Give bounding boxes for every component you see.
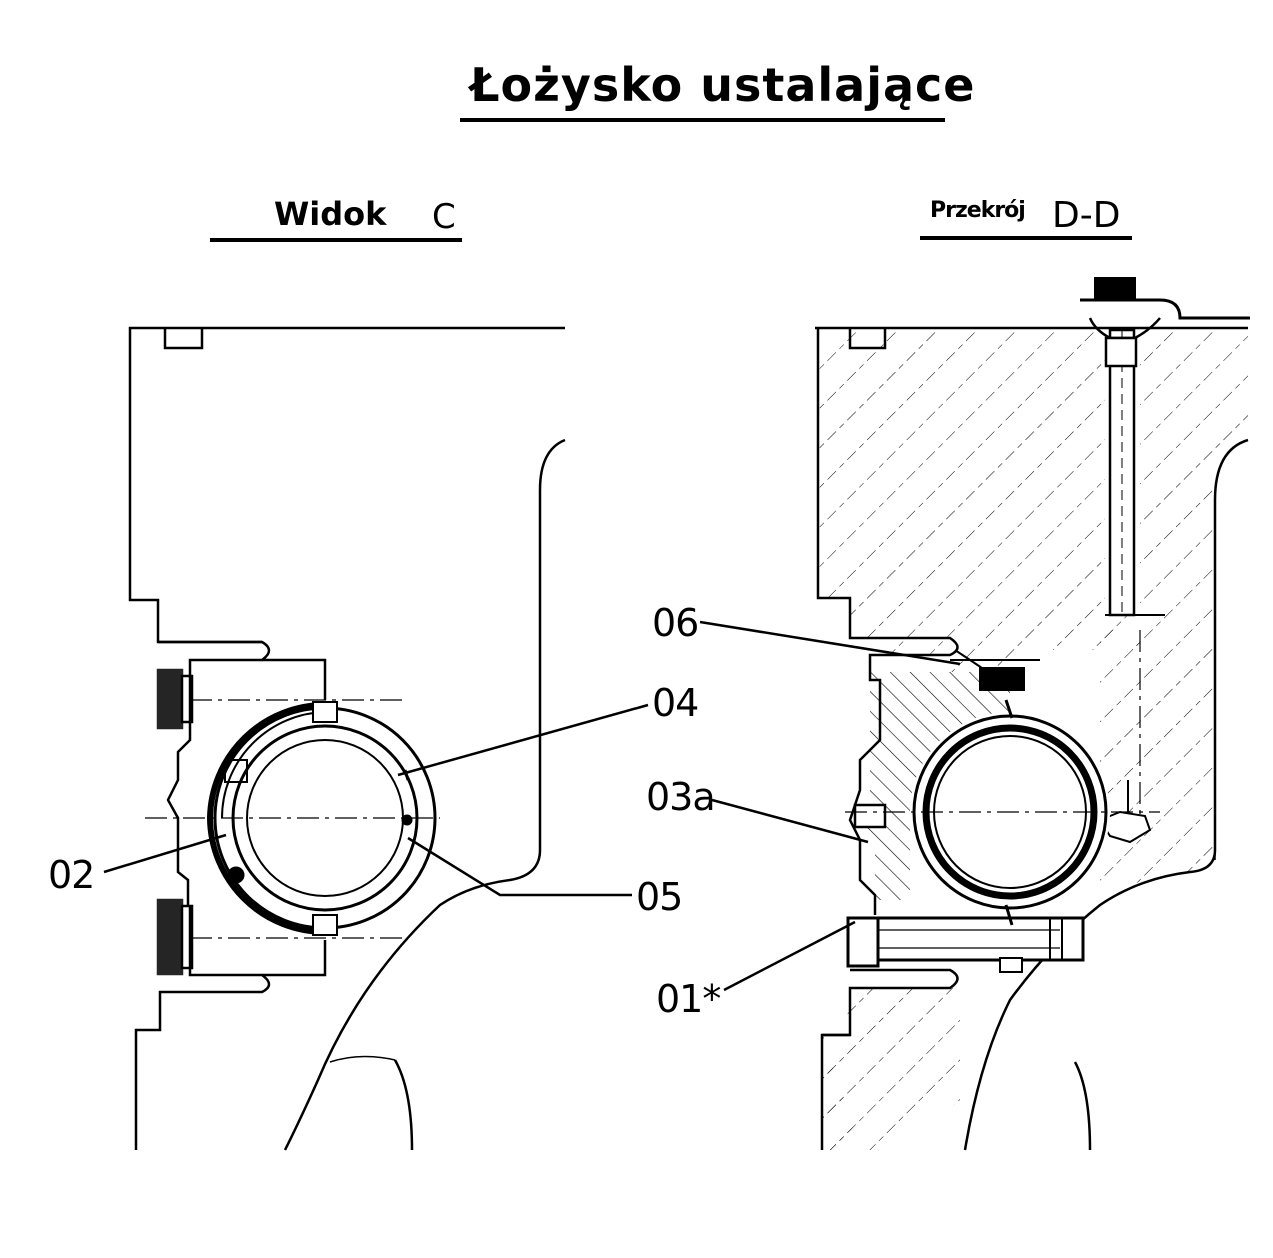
callout-03a: 03a: [646, 775, 716, 819]
left-view-drawing: [128, 326, 566, 1151]
callout-01: 01*: [656, 977, 721, 1021]
callout-06: 06: [652, 601, 699, 645]
left-view-letter: C: [432, 197, 456, 237]
leader-03a: [711, 798, 869, 844]
leader-02: [103, 833, 227, 874]
right-view-drawing: [815, 277, 1250, 1151]
leader-lines: [103, 620, 961, 992]
callout-04: 04: [652, 681, 699, 725]
right-view-letter: D-D: [1052, 195, 1121, 236]
leader-04: [397, 703, 649, 777]
left-bearing: [206, 701, 437, 936]
drawing-title: Łożysko ustalające: [470, 58, 976, 112]
leader-01: [723, 920, 856, 992]
left-view-label: Widok: [274, 195, 387, 233]
callout-02: 02: [48, 853, 95, 897]
right-centerlines: [845, 630, 1160, 820]
callout-05: 05: [636, 875, 683, 919]
leader-05: [407, 836, 632, 897]
right-view-label: Przekrój: [930, 198, 1026, 223]
left-centerlines: [145, 699, 440, 939]
leader-06: [699, 620, 961, 666]
